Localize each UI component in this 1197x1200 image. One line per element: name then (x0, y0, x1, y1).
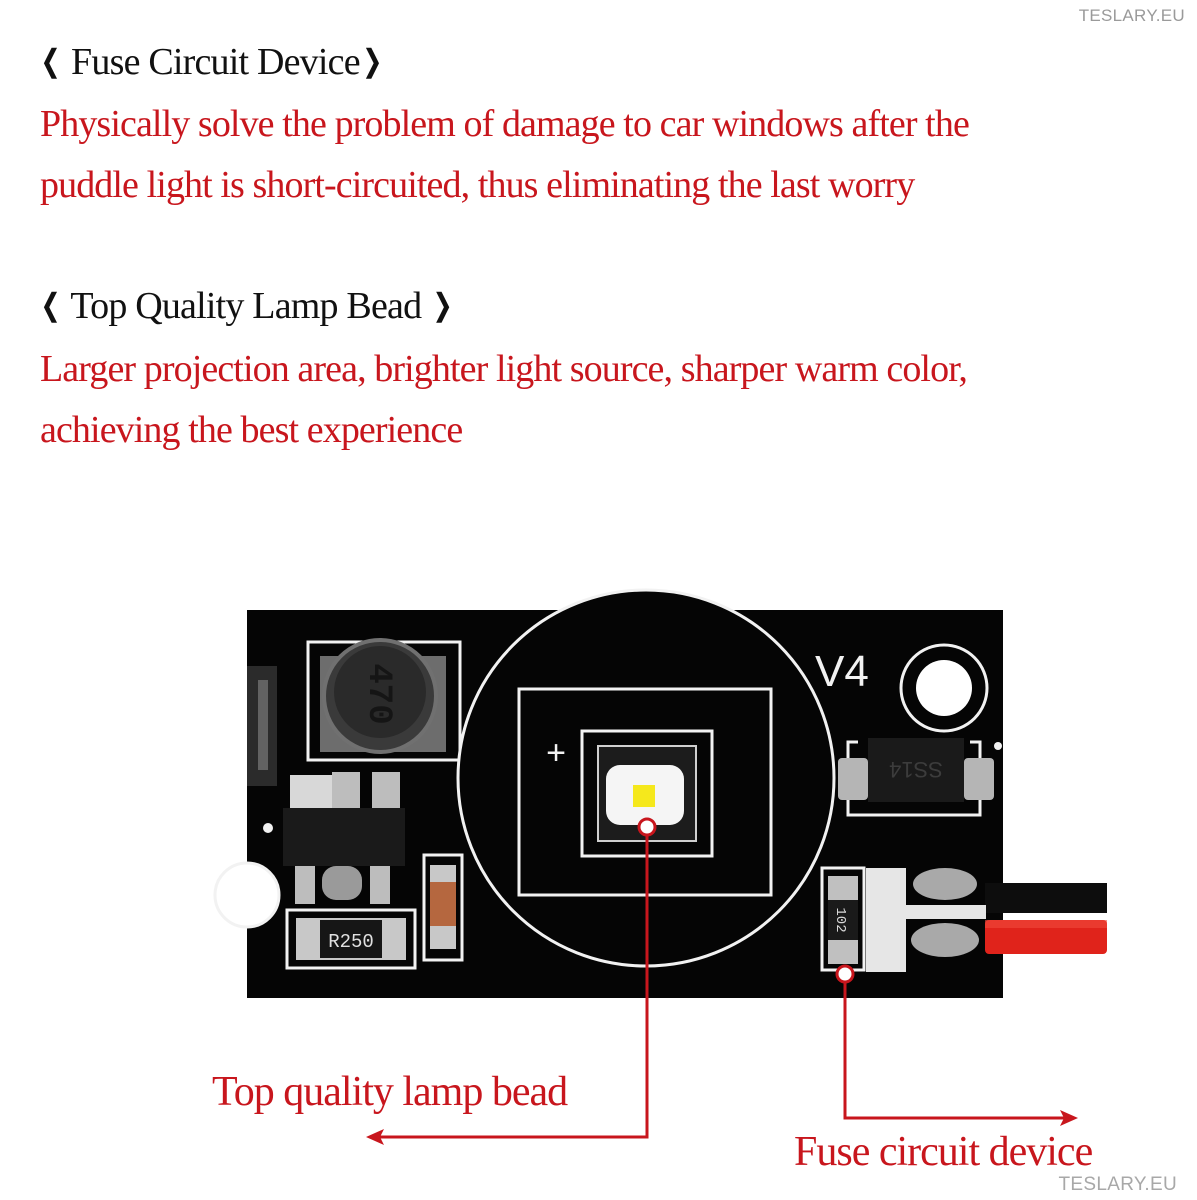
callout-lamp-bead: Top quality lamp bead (212, 1069, 568, 1115)
red-wire (985, 920, 1107, 954)
svg-text:R250: R250 (328, 931, 374, 953)
watermark-bottom: TESLARY.EU (1058, 1174, 1177, 1195)
svg-text:470: 470 (359, 663, 397, 724)
right-bracket-icon: ❭ (359, 45, 385, 78)
section-description-fuse-circuit: Physically solve the problem of damage t… (40, 94, 970, 216)
description-line: Physically solve the problem of damage t… (40, 103, 970, 145)
heading-text: Fuse Circuit Device (62, 41, 361, 83)
svg-text:102: 102 (832, 907, 848, 932)
left-bracket-icon: ❬ (38, 45, 63, 78)
fuse-resistor-102: 102 (820, 866, 986, 972)
section-heading-lamp-bead: ❬ Top Quality Lamp Bead ❭ (38, 284, 455, 328)
watermark-top: TESLARY.EU (1078, 6, 1185, 25)
description-line: puddle light is short-circuited, thus el… (40, 164, 915, 206)
section-description-lamp-bead: Larger projection area, brighter light s… (40, 339, 968, 461)
lamp-callout-arrow (366, 817, 657, 1145)
solder-joint (911, 923, 979, 957)
description-line: Larger projection area, brighter light s… (40, 348, 968, 390)
inductor-component: 470 (306, 638, 462, 762)
capacitor (422, 853, 464, 962)
description-line: achieving the best experience (40, 409, 463, 451)
section-heading-fuse-circuit: ❬ Fuse Circuit Device❭ (38, 40, 385, 84)
left-bracket-icon: ❬ (38, 289, 63, 322)
fuse-callout-arrow (835, 964, 1078, 1126)
svg-text:SS14: SS14 (889, 757, 943, 782)
left-edge-component (213, 666, 281, 929)
diode-ss14: SS14 (838, 738, 1002, 817)
svg-text:+: + (546, 734, 566, 772)
svg-text:V4: V4 (815, 647, 869, 696)
led-chip (633, 785, 655, 807)
callout-fuse-circuit: Fuse circuit device (794, 1129, 1093, 1175)
black-wire (985, 883, 1107, 913)
regulator-chip (283, 772, 405, 904)
mounting-hole: V4 (815, 643, 989, 733)
heading-text: Top Quality Lamp Bead (62, 285, 431, 327)
resistor-r250: R250 (285, 908, 417, 970)
solder-joint (913, 868, 977, 900)
right-bracket-icon: ❭ (430, 289, 455, 322)
